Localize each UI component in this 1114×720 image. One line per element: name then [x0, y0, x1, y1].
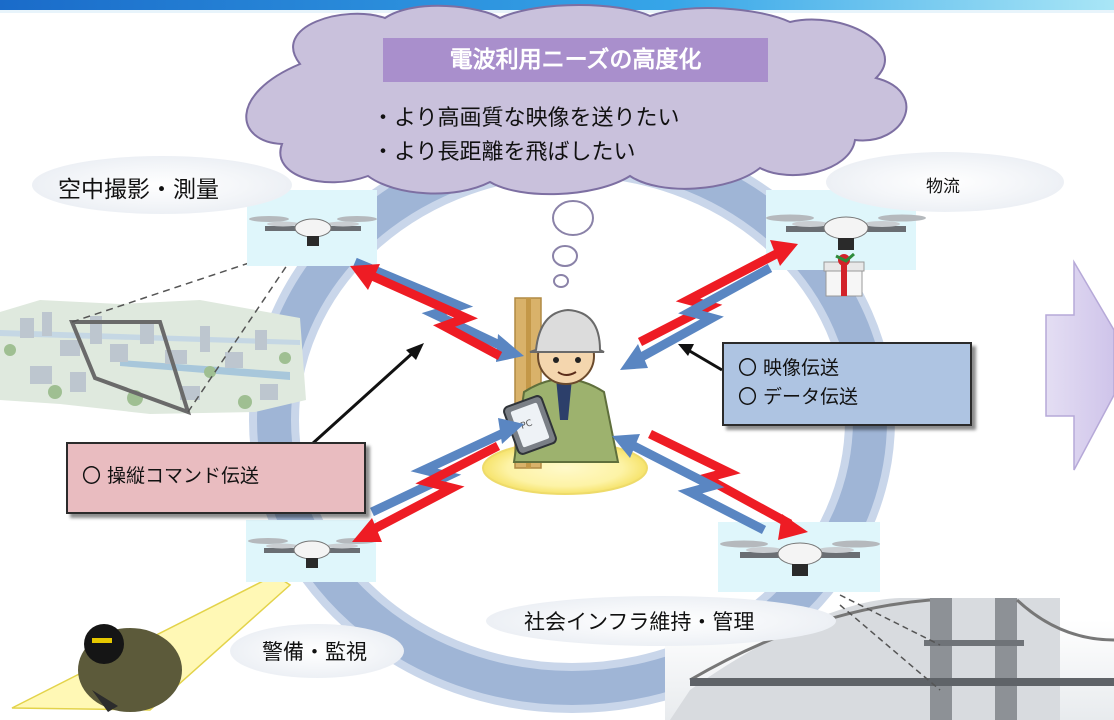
drone-top-left	[247, 190, 377, 266]
control-command-box: 〇 操縦コマンド伝送	[66, 442, 366, 514]
survey-guide-line	[71, 245, 301, 323]
cloud-title: 電波利用ニーズの高度化	[383, 38, 768, 82]
tablet-screen-label: PC	[519, 418, 533, 431]
control-command-label: 〇 操縦コマンド伝送	[82, 465, 260, 487]
data-transfer-label: 〇 データ伝送	[738, 386, 859, 408]
transfer-box: 〇 映像伝送 〇 データ伝送	[722, 342, 972, 426]
comm-arrows-top-left	[350, 257, 524, 362]
pointer-arrow-video	[678, 344, 723, 372]
label-oval-logistics	[826, 152, 1064, 212]
big-right-arrow	[1045, 259, 1114, 471]
label-oval-aerial	[32, 156, 292, 214]
label-oval-security	[230, 624, 404, 678]
survey-guide-line	[187, 245, 301, 413]
comm-arrows-bottom-left	[352, 418, 524, 542]
label-security: 警備・監視	[262, 640, 367, 664]
cloud-bullet-2: ・より長距離を飛ばしたい	[372, 140, 636, 165]
label-aerial: 空中撮影・測量	[58, 177, 219, 203]
security-scene	[11, 574, 292, 712]
label-infrastructure: 社会インフラ維持・管理	[524, 610, 755, 634]
comm-arrows-bottom-right	[612, 429, 808, 540]
drone-bottom-left	[246, 520, 376, 582]
gift-box	[823, 252, 865, 297]
comm-arrows-top-right	[620, 240, 798, 370]
cloud-bullet-1: ・より高画質な映像を送りたい	[372, 106, 680, 131]
label-logistics: 物流	[926, 177, 960, 197]
operator-figure: PC	[503, 297, 620, 469]
label-oval-infrastructure	[486, 596, 836, 646]
bridge-illustration	[665, 594, 1114, 720]
video-transfer-label: 〇 映像伝送	[738, 357, 840, 379]
pointer-arrow-control	[310, 343, 424, 446]
city-illustration	[0, 245, 306, 416]
